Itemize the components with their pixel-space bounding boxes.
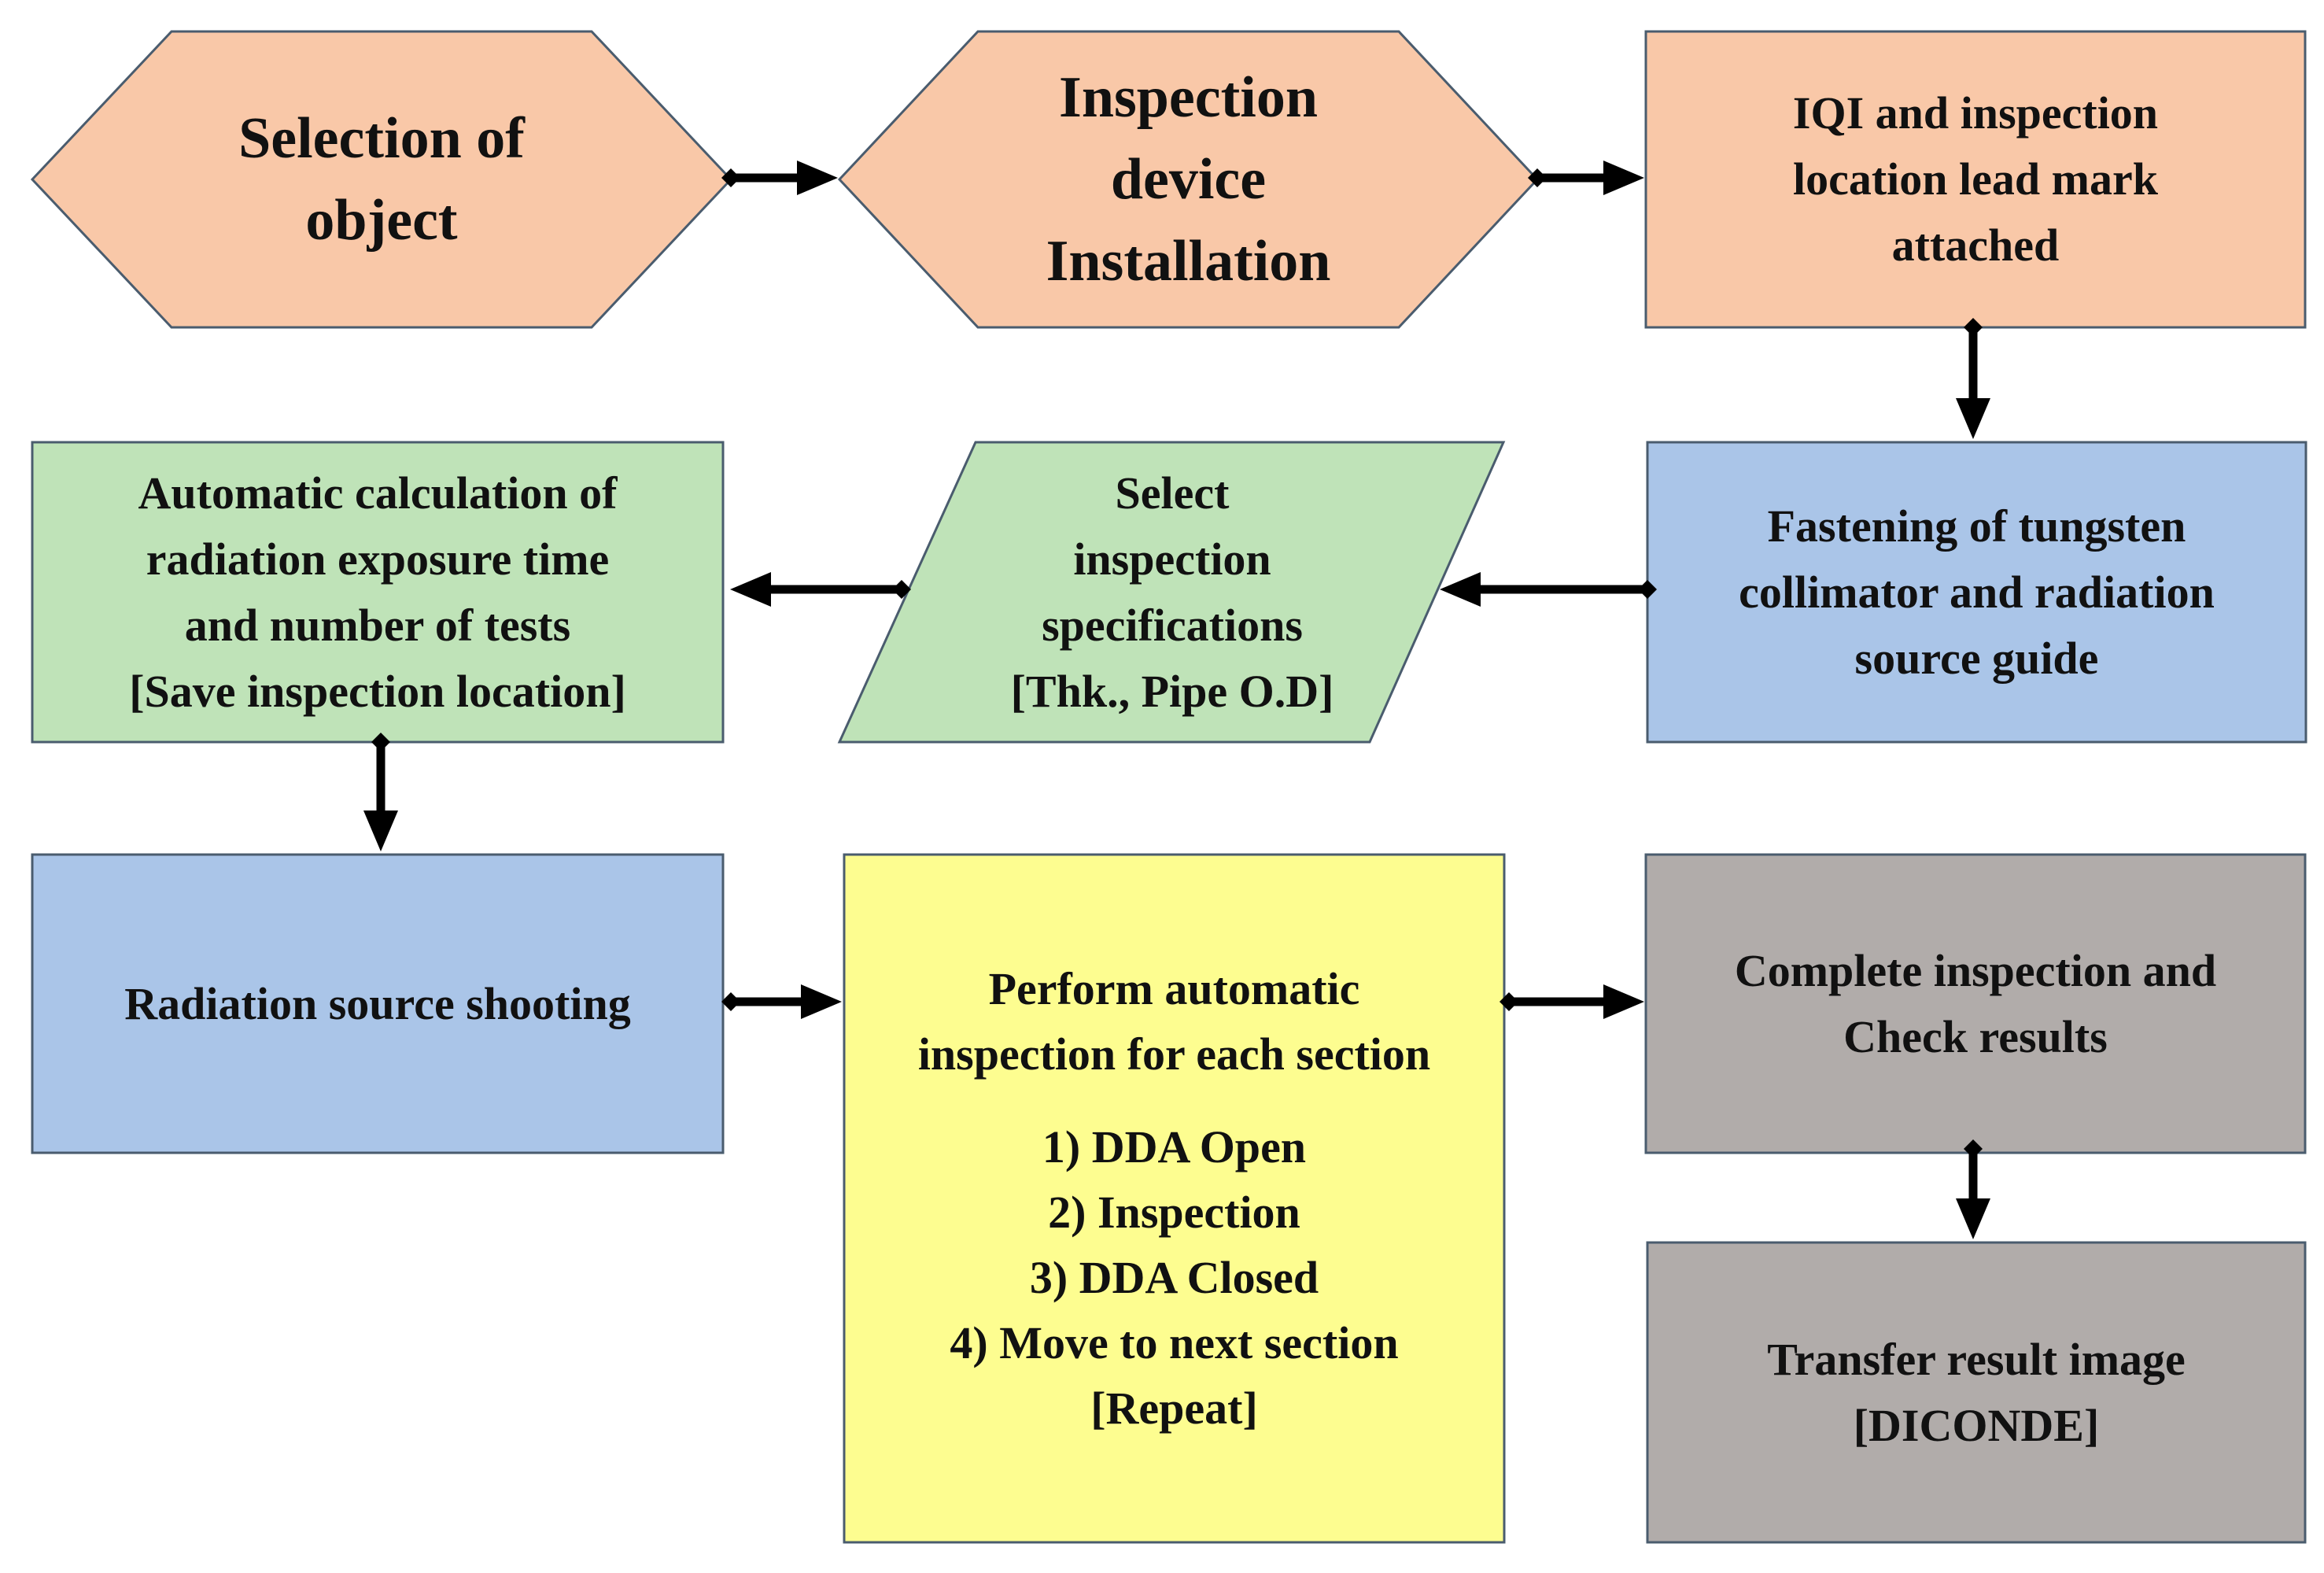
node-transfer-image-shape [1646, 1241, 2307, 1544]
label-line: 1) DDA Open [1042, 1121, 1307, 1172]
edge-specs-to-calculation [730, 572, 911, 607]
node-complete-check-shape [1644, 853, 2307, 1154]
label-line: Complete inspection and [1734, 944, 2217, 996]
node-source-shooting-shape [31, 853, 725, 1154]
node-auto-inspection-label: Perform automatic inspection for each sec… [844, 855, 1504, 1542]
label-line: Selection of [238, 106, 525, 171]
node-source-shooting-label: Radiation source shooting [32, 855, 723, 1153]
node-auto-calculation-label: Automatic calculation of radiation exposu… [32, 442, 723, 742]
label-line: Perform automatic [988, 963, 1360, 1015]
label-line: Select [1115, 467, 1230, 519]
label-line: attached [1891, 220, 2060, 271]
node-selection-object-label: Selection of object [172, 31, 592, 327]
auto-inspection-steps: 1) DDA Open 2) Inspection 3) DDA Closed 4) … [918, 1114, 1430, 1441]
node-transfer-image-label: Transfer result image [DICONDE] [1647, 1243, 2305, 1542]
node-tungsten-collimator-label: Fastening of tungsten collimator and radi… [1647, 442, 2306, 742]
label-line: 2) Inspection [1048, 1186, 1300, 1238]
edge-inspection-to-complete [1500, 984, 1644, 1019]
label-line: inspection [1073, 533, 1271, 585]
edge-installation-to-iqi [1528, 161, 1644, 195]
edge-selection-to-installation [721, 161, 838, 195]
label-line: [Repeat] [1090, 1382, 1258, 1434]
label-line: Automatic calculation of [138, 467, 618, 519]
edge-iqi-to-tungsten [1956, 318, 1990, 439]
label-line: object [305, 188, 458, 253]
label-line: [DICONDE] [1853, 1399, 2100, 1451]
edge-calculation-to-shooting [363, 733, 398, 851]
edge-shooting-to-inspection [721, 984, 842, 1019]
auto-inspection-heading: Perform automatic inspection for each sec… [918, 956, 1430, 1087]
label-line: Transfer result image [1767, 1333, 2186, 1385]
node-auto-calculation-shape [31, 441, 725, 744]
label-line: source guide [1854, 632, 2099, 684]
label-line: 4) Move to next section [950, 1316, 1399, 1368]
label-line: [Save inspection location] [129, 665, 626, 717]
label-line: collimator and radiation [1739, 566, 2215, 618]
node-auto-inspection-shape [843, 853, 1506, 1544]
edge-tungsten-to-specs [1440, 572, 1657, 607]
label-line: Fastening of tungsten [1767, 500, 2186, 552]
label-line: Installation [1046, 229, 1331, 294]
label-line: [Thk., Pipe O.D] [1010, 665, 1334, 717]
label-line: and number of tests [184, 599, 571, 651]
label-line: Inspection [1059, 65, 1318, 130]
label-line: 3) DDA Closed [1029, 1251, 1319, 1303]
label-line: IQI and inspection [1792, 87, 2159, 138]
label-line: device [1110, 147, 1267, 212]
node-select-specs-label: Select inspection specifications [Thk., Pip… [936, 442, 1408, 742]
node-tungsten-collimator-shape [1646, 441, 2307, 744]
node-iqi-lead-mark-shape [1644, 30, 2307, 329]
node-select-specs-shape [837, 441, 1506, 744]
edge-complete-to-transfer [1956, 1139, 1990, 1239]
node-iqi-lead-mark-label: IQI and inspection location lead mark atta… [1646, 31, 2305, 327]
label-line: inspection for each section [917, 1028, 1431, 1080]
label-line: radiation exposure time [146, 533, 610, 585]
label-line: Check results [1843, 1010, 2108, 1062]
label-line: specifications [1042, 599, 1303, 651]
label-line: location lead mark [1793, 153, 2158, 205]
label-line: Radiation source shooting [124, 977, 631, 1029]
